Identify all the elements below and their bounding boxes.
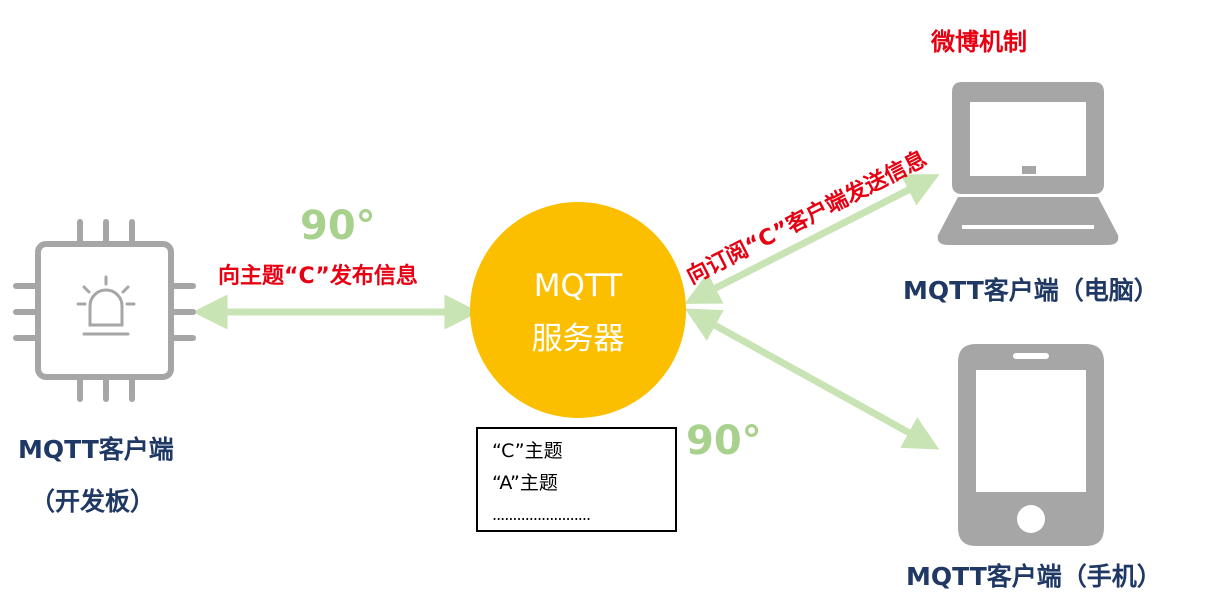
board-label-line2: （开发板）	[30, 487, 156, 516]
publish-topic-label: 向主题“C”发布信息	[218, 264, 418, 289]
topic-item-ellipsis: ........................	[492, 505, 591, 524]
phone-icon	[958, 344, 1104, 546]
topic-item: “A”主题	[492, 472, 558, 494]
pc-client-label: MQTT客户端（电脑）	[903, 276, 1159, 305]
server-label-line1: MQTT	[533, 268, 623, 304]
alarm-light-icon	[76, 275, 136, 336]
laptop-icon	[937, 82, 1119, 245]
weibo-mechanism-title: 微博机制	[931, 28, 1027, 56]
arrow-server-pc	[684, 174, 940, 304]
server-label-line2: 服务器	[531, 321, 625, 357]
chip-icon	[13, 219, 196, 402]
board-label-line1: MQTT客户端	[18, 435, 174, 464]
arrow-server-phone	[684, 308, 940, 450]
degree-label-top: 90°	[300, 203, 376, 249]
mqtt-server-circle	[470, 202, 686, 418]
topic-list-box: “C”主题 “A”主题 ........................	[476, 427, 677, 532]
topic-item: “C”主题	[492, 440, 563, 462]
phone-client-label: MQTT客户端（手机）	[906, 562, 1162, 591]
degree-label-right: 90°	[686, 418, 762, 464]
